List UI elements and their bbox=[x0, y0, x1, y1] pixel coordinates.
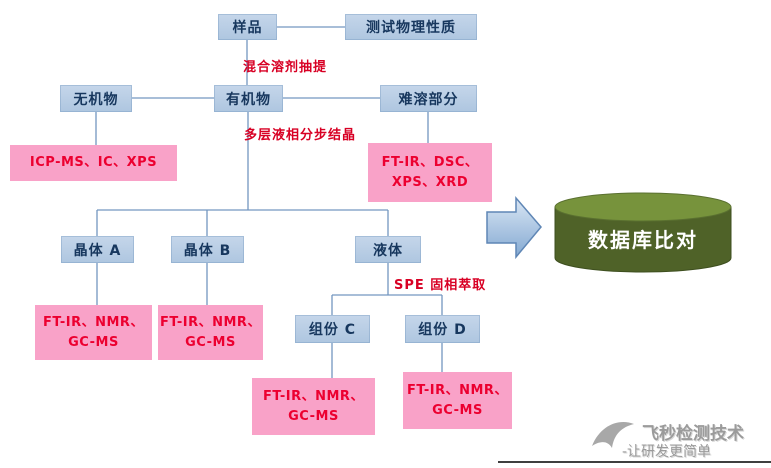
node-component-d: 组份 D bbox=[405, 315, 480, 343]
methods-line: GC-MS bbox=[68, 334, 119, 350]
edge-label-crystallization: 多层液相分步结晶 bbox=[244, 128, 357, 143]
methods-line: FT-IR、NMR、 bbox=[407, 382, 508, 398]
node-component-c: 组份 C bbox=[295, 315, 370, 343]
connector-lines bbox=[95, 26, 443, 378]
methods-line: FT-IR、NMR、 bbox=[43, 314, 144, 330]
methods-inorganic: ICP-MS、IC、XPS bbox=[10, 145, 177, 181]
database-label: 数据库比对 bbox=[588, 228, 698, 252]
edge-label-mixed-solvent: 混合溶剂抽提 bbox=[243, 60, 328, 75]
methods-line: FT-IR、NMR、 bbox=[263, 388, 364, 404]
edge-label-spe: SPE 固相萃取 bbox=[394, 278, 487, 293]
methods-line: GC-MS bbox=[185, 334, 236, 350]
methods-line: FT-IR、DSC、 bbox=[381, 154, 479, 170]
methods-line: FT-IR、NMR、 bbox=[160, 314, 261, 330]
node-physical-test: 测试物理性质 bbox=[345, 14, 477, 40]
methods-line: ICP-MS、IC、XPS bbox=[29, 155, 158, 170]
methods-component-c: FT-IR、NMR、 GC-MS bbox=[252, 378, 375, 435]
watermark-slogan: -让研发更简单 bbox=[622, 444, 712, 460]
database-cylinder-icon bbox=[554, 192, 732, 273]
methods-line: XPS、XRD bbox=[391, 174, 469, 190]
bird-logo-icon bbox=[592, 422, 634, 448]
node-inorganic: 无机物 bbox=[60, 85, 132, 112]
methods-insoluble: FT-IR、DSC、 XPS、XRD bbox=[368, 143, 492, 202]
node-liquid: 液体 bbox=[355, 236, 421, 263]
methods-line: GC-MS bbox=[432, 402, 483, 418]
watermark-brand: 飞秒检测技术 bbox=[642, 424, 744, 444]
methods-crystal-b: FT-IR、NMR、 GC-MS bbox=[158, 305, 263, 360]
node-sample: 样品 bbox=[218, 14, 277, 40]
right-arrow-icon bbox=[486, 195, 542, 260]
methods-component-d: FT-IR、NMR、 GC-MS bbox=[403, 372, 512, 429]
bottom-divider bbox=[498, 461, 771, 463]
node-insoluble: 难溶部分 bbox=[380, 85, 477, 112]
node-crystal-a: 晶体 A bbox=[61, 236, 134, 263]
methods-line: GC-MS bbox=[288, 408, 339, 424]
methods-crystal-a: FT-IR、NMR、 GC-MS bbox=[35, 305, 152, 360]
node-organic: 有机物 bbox=[214, 85, 283, 112]
node-crystal-b: 晶体 B bbox=[171, 236, 244, 263]
